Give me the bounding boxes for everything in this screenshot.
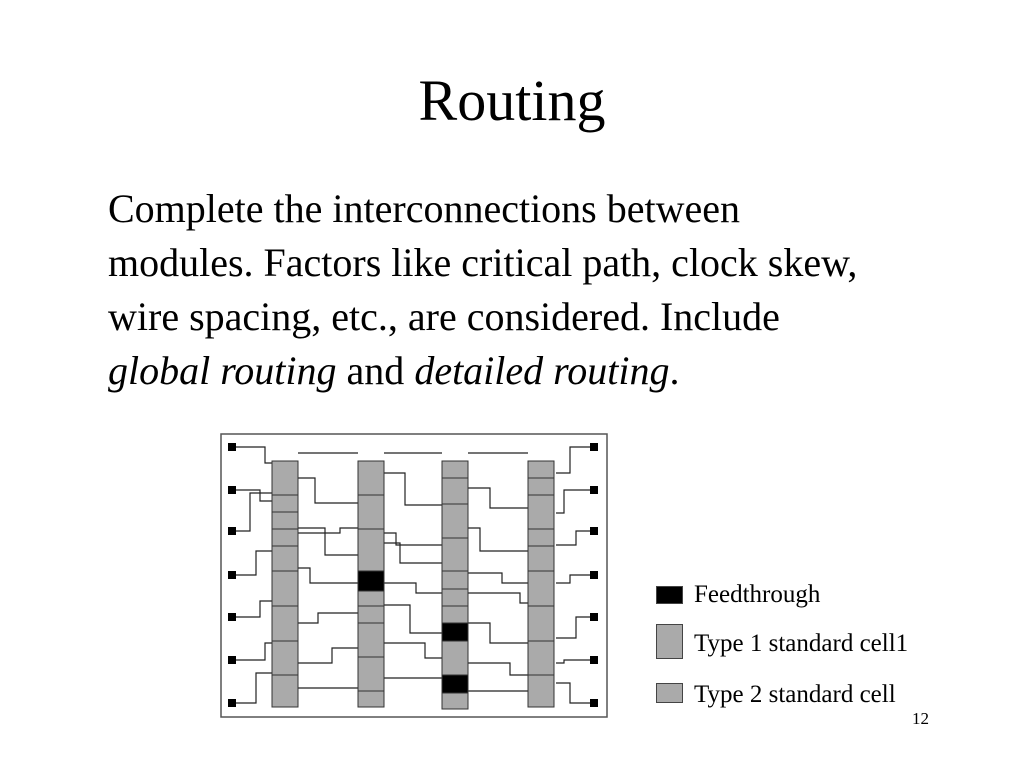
body-line-2: modules. Factors like critical path, clo… (108, 240, 858, 285)
detailed-routing-term: detailed routing (414, 348, 670, 393)
standard-cell (527, 570, 555, 607)
left-io-pin (228, 527, 236, 535)
left-io-pin (228, 571, 236, 579)
standard-cell (357, 528, 385, 572)
standard-cell (357, 494, 385, 530)
standard-cell (271, 674, 299, 708)
standard-cell (527, 605, 555, 642)
standard-cell (271, 511, 299, 530)
global-routing-term: global routing (108, 348, 337, 393)
standard-cell (441, 588, 469, 607)
standard-cell (357, 656, 385, 692)
standard-cell (527, 545, 555, 572)
standard-cell (271, 494, 299, 513)
standard-cell (271, 570, 299, 607)
cell-rows (271, 460, 555, 710)
left-io-pin (228, 443, 236, 451)
right-io-pin (590, 486, 598, 494)
body-line-3: wire spacing, etc., are considered. Incl… (108, 294, 780, 339)
standard-cell (441, 570, 469, 590)
standard-cell (441, 477, 469, 505)
feedthrough-cell (441, 674, 469, 694)
right-io-pin (590, 571, 598, 579)
standard-cell (271, 545, 299, 572)
slide-body-text: Complete the interconnections between mo… (108, 182, 998, 398)
feedthrough-cell (441, 622, 469, 642)
standard-cell (271, 460, 299, 496)
standard-cell (527, 674, 555, 708)
left-io-pin (228, 486, 236, 494)
right-io-pin (590, 656, 598, 664)
left-io-pin (228, 656, 236, 664)
standard-cell (527, 640, 555, 676)
standard-cell (441, 503, 469, 539)
standard-cell (357, 590, 385, 607)
standard-cell (271, 605, 299, 642)
body-line-4: global routing and detailed routing. (108, 344, 998, 398)
left-io-pin (228, 613, 236, 621)
body-connector: and (336, 348, 415, 393)
standard-cell (441, 692, 469, 710)
standard-cell (441, 460, 469, 479)
standard-cell (441, 537, 469, 572)
legend-label-type2: Type 2 standard cell (694, 681, 896, 708)
right-io-pin (590, 527, 598, 535)
standard-cell (527, 460, 555, 479)
standard-cell (357, 460, 385, 496)
body-period: . (669, 348, 680, 393)
right-io-pin (590, 699, 598, 707)
right-io-pin (590, 443, 598, 451)
body-line-1: Complete the interconnections between (108, 186, 741, 231)
standard-cell (357, 622, 385, 658)
standard-cell (271, 640, 299, 676)
type1-cell-swatch (656, 624, 683, 659)
standard-cell (441, 605, 469, 624)
type2-cell-swatch (656, 683, 683, 703)
standard-cell (357, 690, 385, 708)
io-pins (228, 443, 598, 707)
right-io-pin (590, 613, 598, 621)
standard-cell (527, 528, 555, 547)
standard-cell (357, 605, 385, 624)
routing-diagram (220, 433, 608, 718)
standard-cell (441, 640, 469, 676)
standard-cell (527, 477, 555, 496)
legend-label-feedthrough: Feedthrough (694, 581, 821, 608)
standard-cell (527, 494, 555, 530)
feedthrough-swatch (656, 586, 683, 604)
standard-cell (271, 528, 299, 547)
routing-wires (234, 446, 594, 704)
slide-title: Routing (418, 68, 606, 133)
feedthrough-cell (357, 570, 385, 592)
left-io-pin (228, 699, 236, 707)
legend-label-type1: Type 1 standard cell1 (694, 630, 909, 657)
page-number: 12 (912, 709, 929, 728)
